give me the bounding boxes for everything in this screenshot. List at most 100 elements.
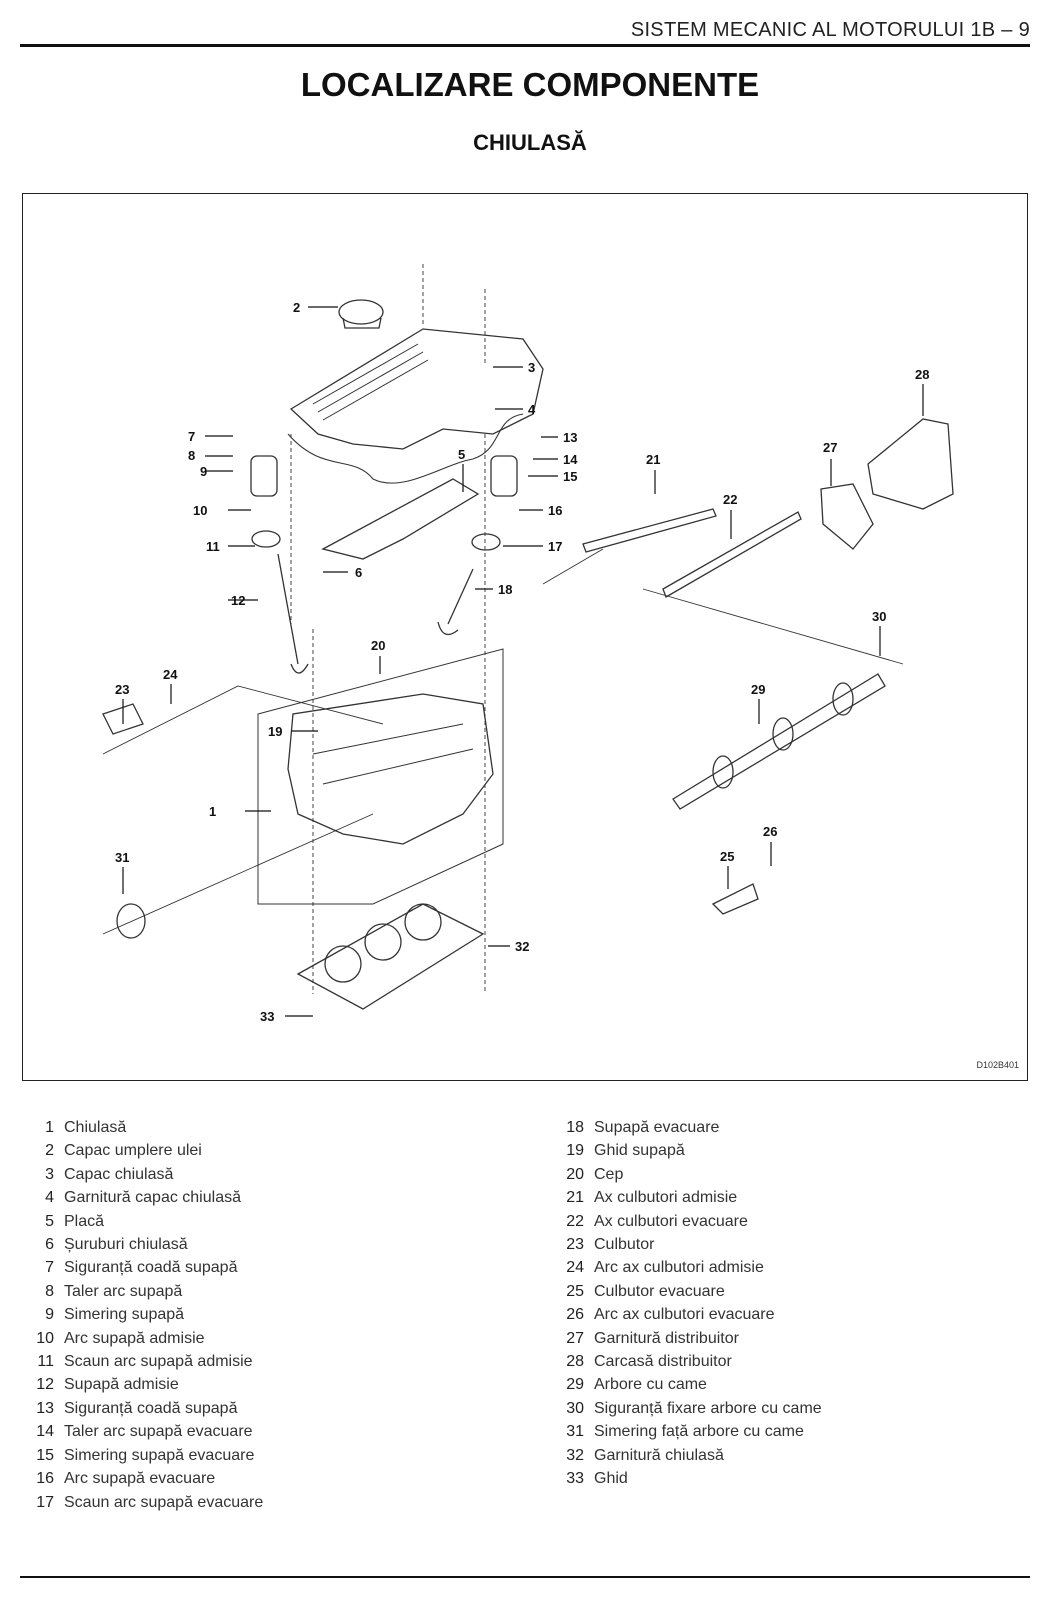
legend-num: 33 xyxy=(566,1470,584,1488)
legend-num: 24 xyxy=(566,1259,584,1277)
legend-item: 2 Capac umplere ulei xyxy=(28,1139,263,1162)
legend-label: Capac umplere ulei xyxy=(64,1142,202,1160)
legend-label: Chiulasă xyxy=(64,1119,127,1136)
callout-33: 33 xyxy=(260,1009,274,1024)
callout-11: 11 xyxy=(206,539,220,554)
legend-item: 5 Placă xyxy=(28,1210,263,1233)
intake-spring-shape xyxy=(250,455,278,497)
legend-item: 6 Șuruburi chiulasă xyxy=(28,1233,263,1256)
callout-15: 15 xyxy=(563,469,577,484)
legend-item: 21 Ax culbutori admisie xyxy=(558,1186,822,1209)
callout-4: 4 xyxy=(528,402,536,417)
legend-item: 19 Ghid supapă xyxy=(558,1139,822,1162)
callout-10: 10 xyxy=(193,503,207,518)
callout-22: 22 xyxy=(723,492,737,507)
legend-num: 5 xyxy=(45,1212,54,1230)
legend-label: Ax culbutori admisie xyxy=(594,1189,738,1207)
callout-28: 28 xyxy=(915,367,929,382)
legend-label: Arbore cu came xyxy=(594,1376,707,1394)
callout-8: 8 xyxy=(188,448,195,463)
camshaft-seal-shape xyxy=(116,903,146,939)
legend-num: 28 xyxy=(566,1353,584,1371)
cover-gasket-shape xyxy=(287,413,524,484)
exploded-diagram: 1 2 3 4 5 6 7 8 9 10 11 12 13 14 15 16 1… xyxy=(22,193,1028,1081)
legend-num: 15 xyxy=(36,1446,54,1464)
legend-num: 22 xyxy=(566,1212,584,1230)
legend-num: 21 xyxy=(566,1189,584,1207)
legend-label: Placă xyxy=(64,1212,105,1230)
head-gasket-shape xyxy=(296,903,485,1010)
legend-item: 23 Culbutor xyxy=(558,1233,822,1256)
cover-ribs xyxy=(312,343,429,421)
callout-9: 9 xyxy=(200,464,207,479)
callout-30: 30 xyxy=(872,609,886,624)
plate-shape xyxy=(321,478,480,560)
legend-num: 19 xyxy=(566,1142,584,1160)
legend-label: Capac chiulasă xyxy=(64,1165,174,1183)
callout-18: 18 xyxy=(498,582,512,597)
legend-label: Supapă admisie xyxy=(64,1376,179,1394)
legend-label: Simering față arbore cu came xyxy=(594,1423,804,1441)
legend-num: 26 xyxy=(566,1306,584,1324)
callout-25: 25 xyxy=(720,849,734,864)
callout-14: 14 xyxy=(563,452,578,467)
callout-24: 24 xyxy=(163,667,178,682)
legend-label: Ghid supapă xyxy=(594,1142,685,1160)
legend-num: 30 xyxy=(566,1399,584,1417)
legend-label: Scaun arc supapă evacuare xyxy=(64,1493,264,1511)
legend-num: 3 xyxy=(45,1165,54,1183)
legend-num: 16 xyxy=(36,1470,54,1488)
legend-label: Simering supapă evacuare xyxy=(64,1446,255,1464)
diagram-drawing: 1 2 3 4 5 6 7 8 9 10 11 12 13 14 15 16 1… xyxy=(102,264,954,1024)
legend-label: Șuruburi chiulasă xyxy=(64,1236,188,1254)
page-subtitle: CHIULASĂ xyxy=(473,130,587,155)
running-header: SISTEM MECANIC AL MOTORULUI 1B – 9 xyxy=(20,14,1030,47)
legend-num: 18 xyxy=(566,1119,584,1136)
legend-label: Arc ax culbutori evacuare xyxy=(594,1306,775,1324)
legend-num: 2 xyxy=(45,1142,54,1160)
callout-23: 23 xyxy=(115,682,129,697)
valve-cover-shape xyxy=(289,328,544,450)
callout-19: 19 xyxy=(268,724,282,739)
legend-num: 9 xyxy=(45,1306,54,1324)
legend-label: Arc supapă admisie xyxy=(64,1329,205,1347)
oil-cap-shape xyxy=(338,299,384,325)
callout-20: 20 xyxy=(371,638,385,653)
legend-item: 26 Arc ax culbutori evacuare xyxy=(558,1303,822,1326)
callout-26: 26 xyxy=(763,824,777,839)
callout-1: 1 xyxy=(209,804,216,819)
legend-label: Siguranță coadă supapă xyxy=(64,1259,238,1277)
intake-valve-shape xyxy=(277,553,309,674)
exhaust-valve-shape xyxy=(437,568,474,636)
bottom-rule xyxy=(20,1576,1030,1578)
legend-label: Culbutor xyxy=(594,1236,655,1254)
callout-3: 3 xyxy=(528,360,535,375)
legend-label: Arc ax culbutori admisie xyxy=(594,1259,764,1277)
legend-num: 23 xyxy=(566,1236,584,1254)
intake-rocker-shaft-shape xyxy=(582,508,717,553)
camshaft-shape xyxy=(672,673,886,810)
legend-label: Carcasă distribuitor xyxy=(594,1353,732,1371)
legend-label: Simering supapă xyxy=(64,1306,185,1324)
callout-16: 16 xyxy=(548,503,562,518)
legend-item: 15 Simering supapă evacuare xyxy=(28,1444,263,1467)
legend-num: 29 xyxy=(566,1376,584,1394)
legend-label: Siguranță coadă supapă xyxy=(64,1399,238,1417)
legend-item: 3 Capac chiulasă xyxy=(28,1163,263,1186)
legend-item: 9 Simering supapă xyxy=(28,1303,263,1326)
legend-num: 6 xyxy=(45,1236,54,1254)
distributor-housing-shape xyxy=(867,418,954,510)
distributor-gasket-shape xyxy=(820,483,874,550)
